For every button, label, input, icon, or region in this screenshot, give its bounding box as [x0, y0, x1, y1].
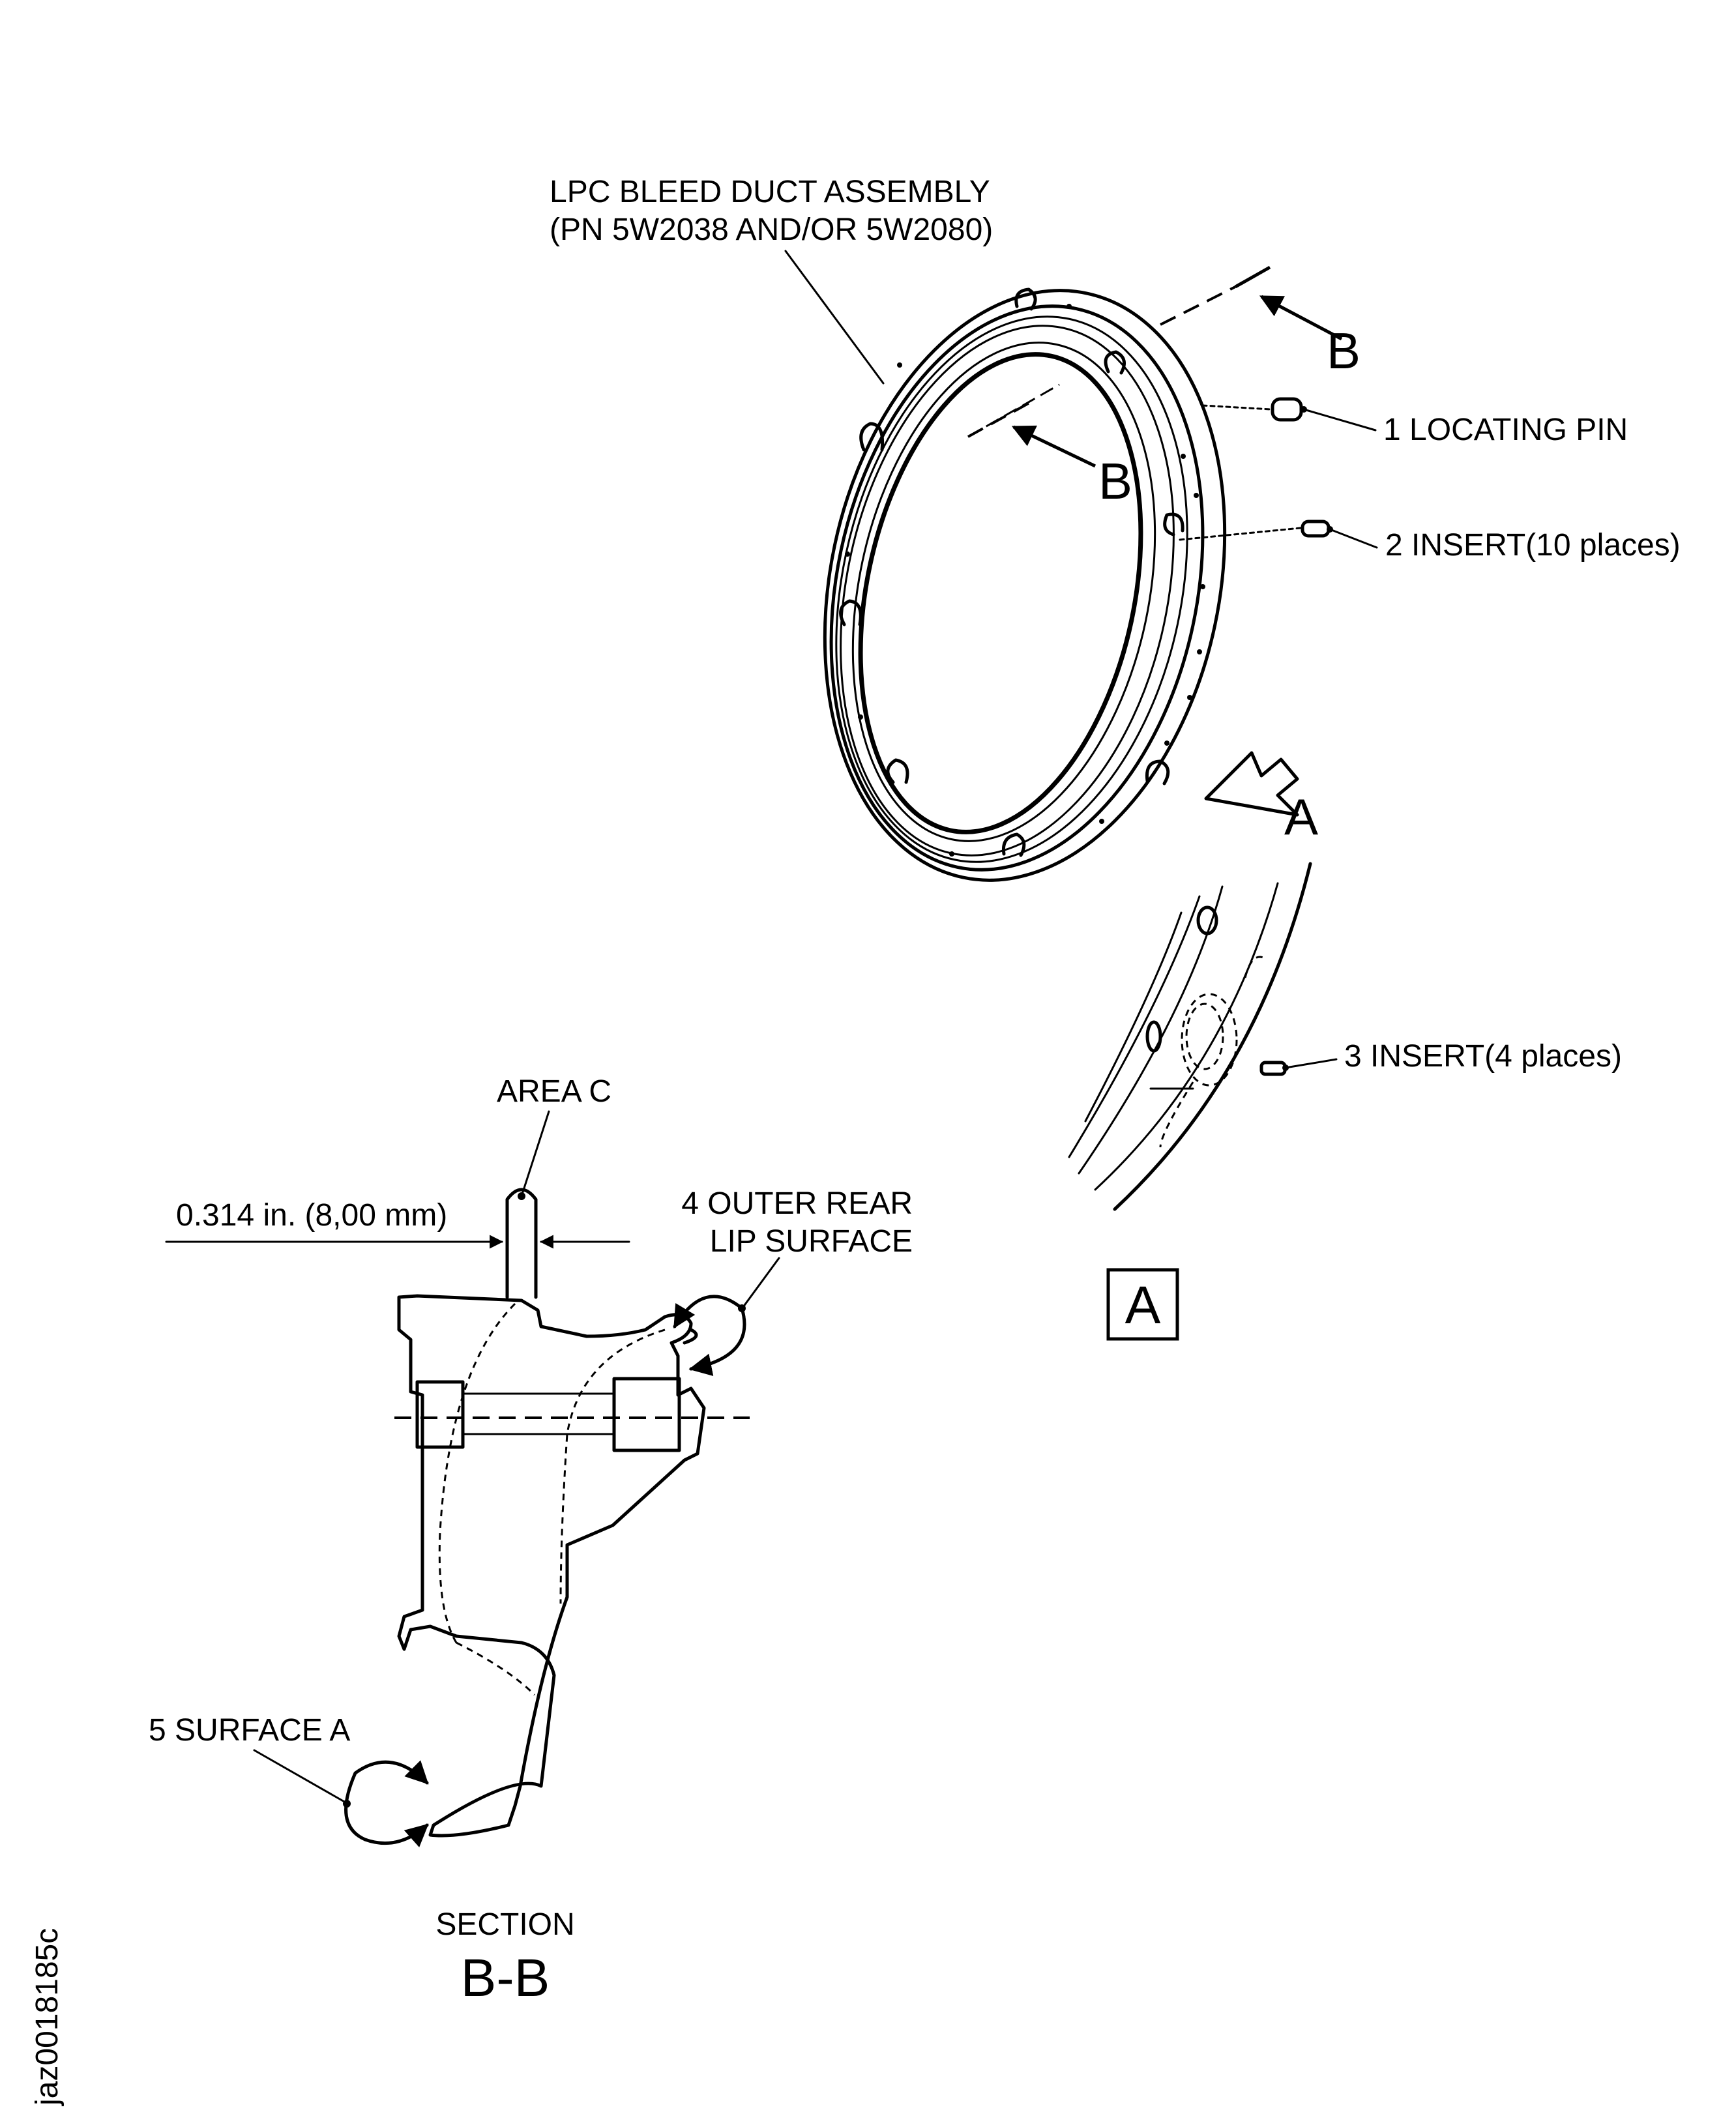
surface-a-callout: 5 SURFACE A [149, 1713, 429, 1848]
callout-area-c: AREA C [497, 1074, 611, 1109]
detail-view-a: 3 INSERT(4 places) [1068, 862, 1622, 1211]
callout-insert-10: 2 INSERT(10 places) [1385, 528, 1681, 563]
callout-locating-pin: 1 LOCATING PIN [1383, 413, 1628, 447]
section-name: B-B [461, 1948, 550, 2008]
section-cut-lower: B [967, 383, 1132, 510]
assembly-leader [784, 250, 885, 385]
view-a-arrow: A [1204, 751, 1318, 845]
bleed-duct-ring [823, 287, 1227, 882]
section-cut-upper: B [1160, 265, 1361, 379]
callout-outer-rear-line1: 4 OUTER REAR [681, 1186, 913, 1221]
outer-rear-lip-callout: 4 OUTER REAR LIP SURFACE [673, 1186, 913, 1376]
section-title: SECTION [435, 1907, 574, 1942]
locating-pin: 1 LOCATING PIN [1201, 397, 1628, 447]
assembly-label-line2: (PN 5W2038 AND/OR 5W2080) [550, 213, 993, 247]
callout-insert-4: 3 INSERT(4 places) [1344, 1039, 1622, 1074]
dimension-label: 0.314 in. (8,00 mm) [176, 1198, 447, 1233]
detail-view-label: A [1106, 1268, 1179, 1341]
figure-id: jaz0018185c [30, 1928, 65, 2107]
section-letter-upper: B [1327, 322, 1361, 379]
section-letter-lower: B [1098, 452, 1132, 510]
area-c: AREA C [497, 1074, 611, 1299]
callout-outer-rear-line2: LIP SURFACE [710, 1224, 913, 1259]
assembly-label-line1: LPC BLEED DUCT ASSEMBLY [550, 175, 990, 209]
svg-text:A: A [1125, 1276, 1161, 1335]
section-b-b-profile [394, 1294, 750, 1838]
callout-surface-a: 5 SURFACE A [149, 1713, 350, 1748]
dimension-0314: 0.314 in. (8,00 mm) [165, 1198, 630, 1249]
insert-10: 2 INSERT(10 places) [1179, 520, 1681, 563]
view-letter: A [1284, 788, 1318, 845]
